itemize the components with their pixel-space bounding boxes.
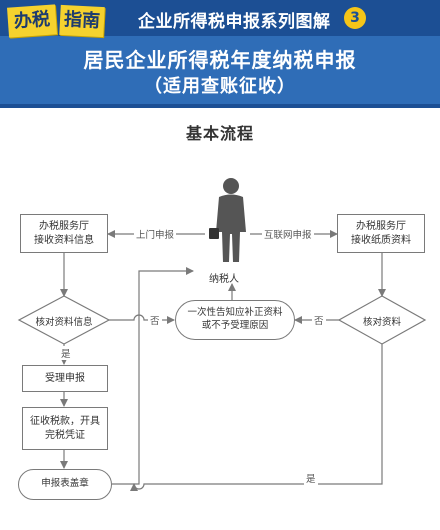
edge-stamp-to-taxpayer [112, 267, 194, 485]
series-number-badge: 3 [344, 7, 366, 29]
label-yes-right: 是 [304, 471, 318, 485]
hall-left-line1: 办税服务厅 [39, 221, 89, 232]
accept-label: 受理申报 [45, 372, 85, 384]
taxpayer-label: 纳税人 [209, 274, 239, 285]
header-divider [0, 104, 440, 108]
notify-line2: 或不予受理原因 [201, 320, 269, 331]
label-yes-left: 是 [59, 346, 73, 360]
label-no-left: 否 [148, 313, 162, 327]
stamp-box: 申报表盖章 [18, 469, 112, 500]
hall-right-box: 办税服务厅接收纸质资料 [337, 214, 425, 253]
notify-line1: 一次性告知应补正资料 [187, 307, 283, 319]
verify-left-diamond [17, 295, 111, 345]
label-online: 互联网申报 [262, 227, 314, 241]
accept-box: 受理申报 [22, 365, 108, 392]
hall-left-box: 办税服务厅接收资料信息 [20, 214, 108, 253]
hall-right-line1: 办税服务厅 [356, 221, 406, 232]
series-title: 企业所得税申报系列图解 [138, 12, 331, 32]
edge-yes-right [130, 344, 383, 492]
hall-left-line2: 接收资料信息 [34, 234, 94, 246]
notify-box: 一次性告知应补正资料或不予受理原因 [175, 300, 295, 340]
hall-right-line2: 接收纸质资料 [351, 234, 411, 246]
collect-line2: 完税凭证 [45, 429, 85, 441]
verify-left-label: 核对资料信息 [35, 317, 93, 328]
main-subtitle: （适用查账征收） [144, 76, 296, 97]
stamp-label: 申报表盖章 [41, 478, 89, 490]
label-no-right: 否 [312, 313, 326, 327]
verify-right-label: 核对资料 [362, 317, 401, 328]
label-onsite: 上门申报 [134, 227, 177, 241]
person-icon [209, 178, 246, 262]
edge-no-left [109, 314, 175, 324]
header-banner: 办税 指南 企业所得税申报系列图解 3 居民企业所得税年度纳税申报 （适用查账征… [0, 0, 440, 108]
collect-box: 征收税款，开具完税凭证 [22, 407, 108, 450]
verify-right-diamond [337, 295, 427, 345]
section-title: 基本流程 [185, 124, 254, 143]
collect-line1: 征收税款，开具 [30, 416, 100, 427]
main-title: 居民企业所得税年度纳税申报 [83, 48, 357, 72]
